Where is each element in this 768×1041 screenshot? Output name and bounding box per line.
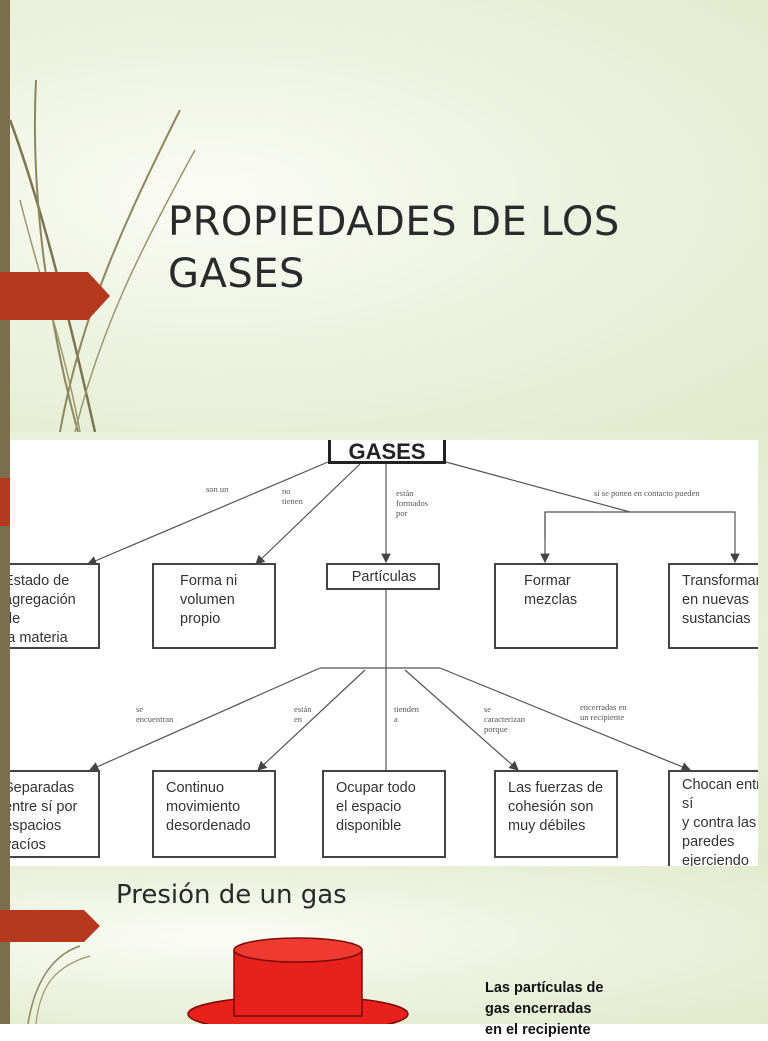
edge-label-se-encuentran: se encuentran	[136, 704, 174, 724]
slide-side-bar	[0, 866, 10, 1024]
edge-label-se-caracterizan: se caracterizan porque	[484, 704, 526, 734]
red-arrow-tab	[0, 910, 100, 942]
gas-container-illustration	[187, 937, 409, 1024]
title-slide: PROPIEDADES DE LOS GASES	[0, 0, 768, 432]
node-estado-agregacion: Estado de agregación de la materia	[10, 563, 100, 649]
edge-label-encerradas: encerradas en un recipiente	[580, 702, 627, 722]
node-forma-volumen: Forma ni volumen propio	[152, 563, 276, 649]
concept-map: GASES son un no tienen están formados po…	[10, 440, 758, 866]
edge-label-tienden-a: tienden a	[394, 704, 420, 724]
node-chocan: Chocan entre sí y contra las paredes eje…	[668, 770, 758, 866]
concept-map-connectors	[86, 461, 740, 772]
edge-label-formados: están formados por	[396, 488, 429, 518]
node-transformarse: Transformarse en nuevas sustancias	[668, 563, 758, 649]
node-separadas: Separadas entre sí por espacios vacíos	[10, 770, 100, 858]
slide-title: PROPIEDADES DE LOS GASES	[168, 199, 620, 297]
slide-side-bar	[0, 432, 10, 866]
edge-label-contacto: si se ponen en contacto pueden	[594, 488, 700, 498]
node-fuerzas-cohesion: Las fuerzas de cohesión son muy débiles	[494, 770, 618, 858]
edge-label-son-un: son un	[206, 484, 229, 494]
swoosh-decoration	[27, 945, 91, 1024]
node-formar-mezclas: Formar mezclas	[494, 563, 618, 649]
node-particulas: Partículas	[326, 563, 440, 590]
edge-label-estan-en: están en	[294, 704, 312, 724]
pressure-slide	[0, 866, 768, 1024]
particles-description: Las partículas de gas encerradas en el r…	[485, 980, 604, 1038]
slide-side-bar	[0, 0, 10, 432]
concept-gases-node: GASES	[328, 440, 446, 464]
red-arrow-tab	[0, 272, 110, 320]
node-ocupar-espacio: Ocupar todo el espacio disponible	[322, 770, 446, 858]
node-continuo-movimiento: Continuo movimiento desordenado	[152, 770, 276, 858]
pressure-title: Presión de un gas	[116, 880, 347, 910]
swoosh-decoration	[8, 79, 196, 432]
edge-label-no-tienen: no tienen	[282, 486, 303, 506]
